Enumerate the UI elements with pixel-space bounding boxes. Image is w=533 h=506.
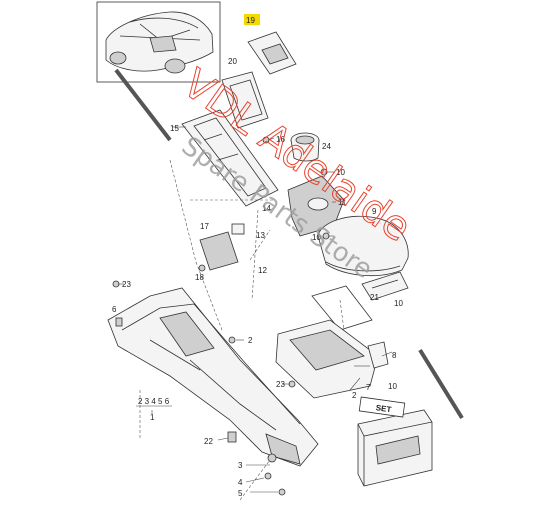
label-1: 1 <box>150 413 155 422</box>
screw-parts <box>112 136 330 496</box>
label-4: 4 <box>238 478 243 487</box>
label-15: 15 <box>170 124 179 133</box>
highlight-19 <box>244 14 260 25</box>
label-8b: 8 <box>392 351 397 360</box>
label-23a: 23 <box>122 280 131 289</box>
label-17: 17 <box>200 222 209 231</box>
label-10b: 10 <box>312 233 321 242</box>
label-6: 6 <box>112 305 117 314</box>
label-12: 12 <box>258 266 267 275</box>
part-21-gasket <box>311 285 373 331</box>
trim-strip-left <box>114 68 172 142</box>
label-13: 13 <box>256 231 265 240</box>
label-14: 14 <box>262 204 271 213</box>
part-8-storage-tray <box>275 319 389 399</box>
label-22: 22 <box>204 437 213 446</box>
label-9: 9 <box>372 207 377 216</box>
label-3: 3 <box>238 461 243 470</box>
label-2b: 2 <box>352 391 357 400</box>
set-label: SET <box>375 403 392 414</box>
label-2-3-4-5-6: 2 3 4 5 6 <box>138 397 170 406</box>
label-10a: 10 <box>336 168 345 177</box>
label-23b: 23 <box>276 380 285 389</box>
set-box: SET <box>357 396 433 487</box>
trim-strip-right <box>418 348 464 420</box>
car-thumbnail <box>96 1 221 83</box>
label-24: 24 <box>322 142 331 151</box>
label-2a: 2 <box>248 336 253 345</box>
part-24-cup <box>290 132 320 162</box>
label-11: 11 <box>338 198 347 207</box>
part-10-hinge <box>361 271 409 301</box>
label-16: 16 <box>276 135 285 144</box>
label-7: 7 <box>366 383 371 392</box>
part-20-frame <box>221 71 269 129</box>
label-19: 19 <box>246 16 255 25</box>
part-labels: 19 20 15 16 24 10 11 14 9 10 17 13 18 12… <box>112 14 403 498</box>
label-10d: 10 <box>388 382 397 391</box>
part-15-console-frame <box>181 109 279 207</box>
label-5: 5 <box>238 489 243 498</box>
part-19-cover <box>247 31 297 75</box>
label-20: 20 <box>228 57 237 66</box>
part-9-armrest <box>317 215 409 277</box>
label-leaders <box>118 126 393 493</box>
label-10c: 10 <box>394 299 403 308</box>
center-console-body <box>107 287 319 467</box>
label-21: 21 <box>370 293 379 302</box>
label-18: 18 <box>195 273 204 282</box>
